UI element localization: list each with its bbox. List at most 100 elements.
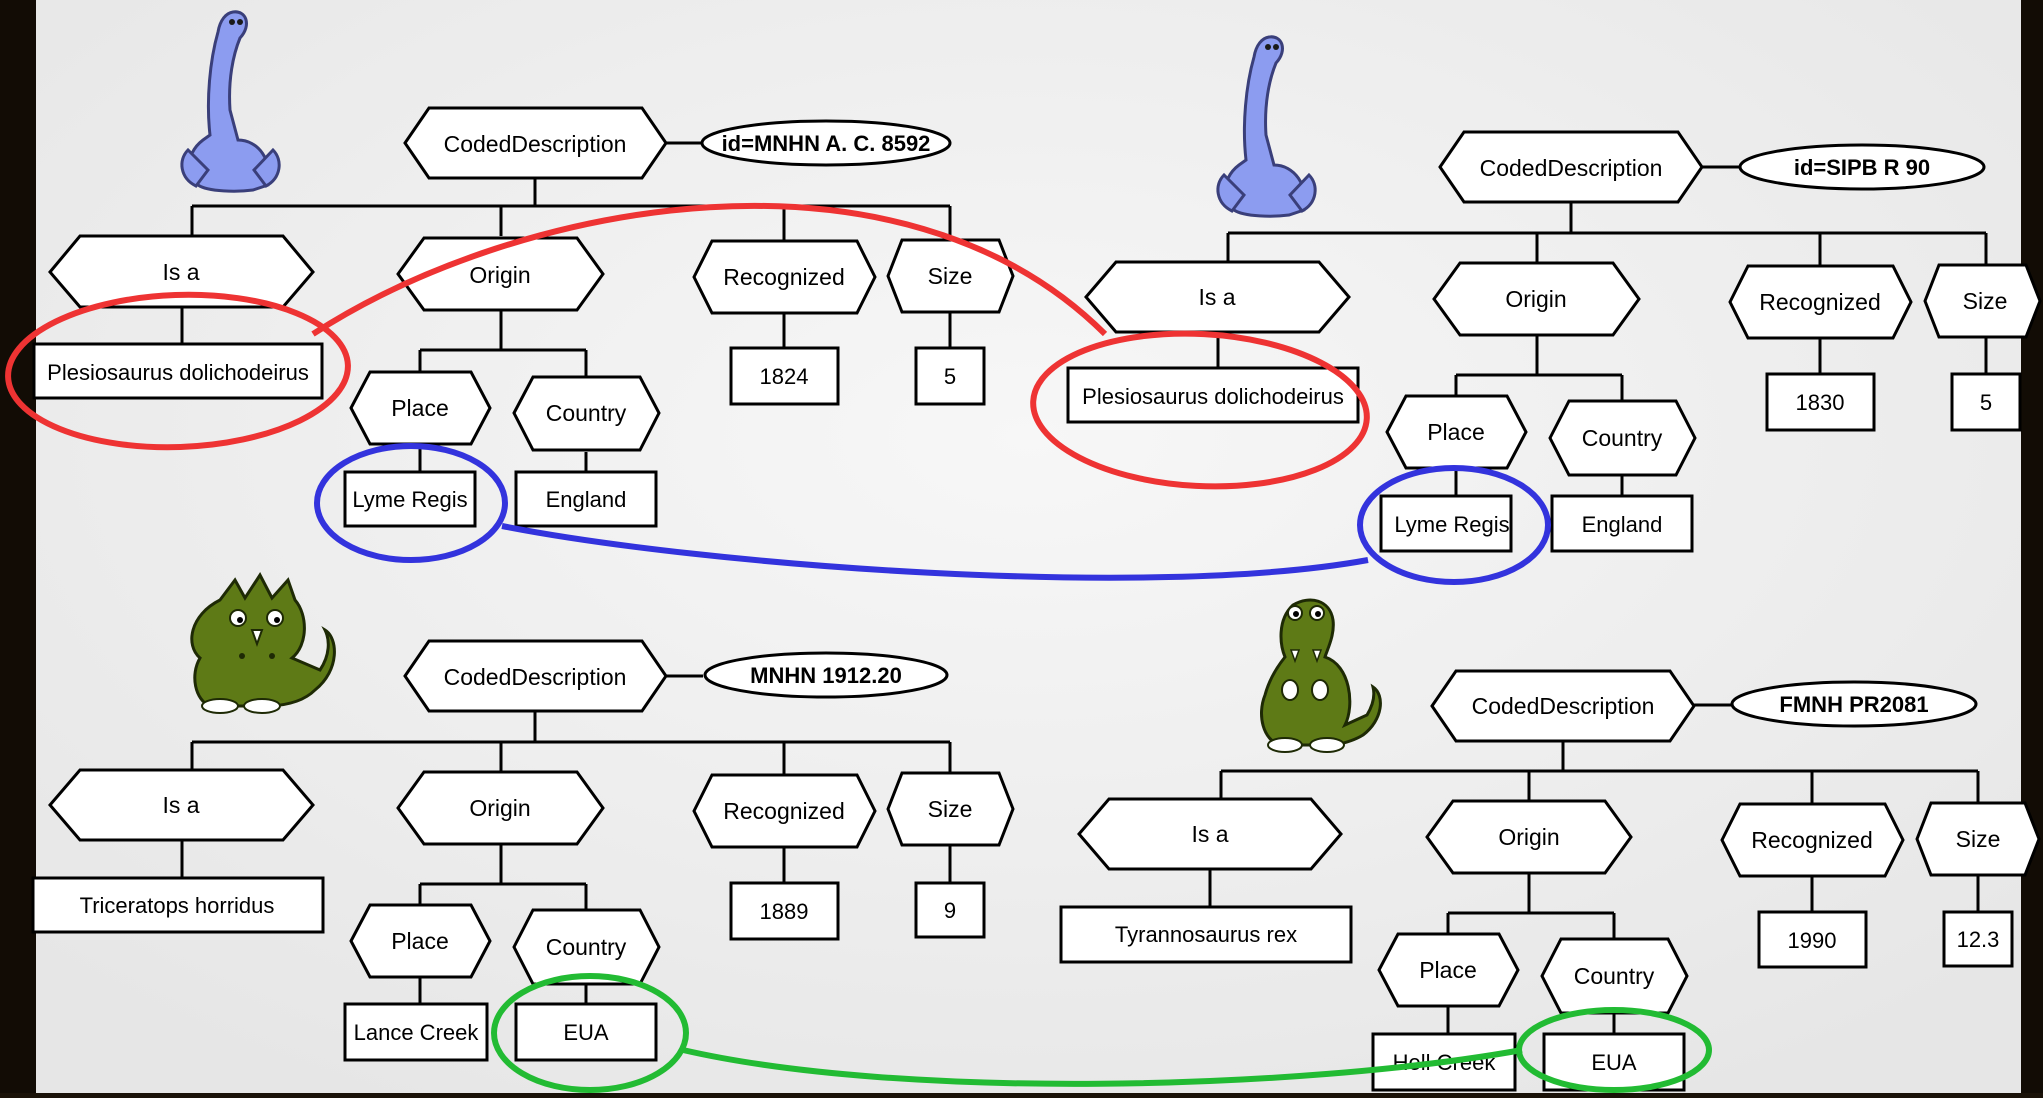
recognized-value: 1990 [1788,928,1837,953]
recognized-value: 1889 [760,899,809,924]
specimen-id-node [700,119,952,167]
coded-description-label: CodedDescription [1480,155,1663,181]
size-label: Size [1963,288,2008,314]
plesiosaur-icon [180,10,281,193]
place-value-node [343,470,477,528]
country-value: EUA [1591,1050,1637,1075]
coded-description-node [403,639,668,713]
board-background [36,0,2021,1093]
size-label: Size [1956,826,2001,852]
size-value-node [914,881,986,939]
size-value: 9 [944,898,956,923]
coded-description-label: CodedDescription [444,131,627,157]
specimen-id-node [1730,680,1978,728]
plesiosaur-icon [1216,35,1317,218]
place-link-line [501,523,1369,581]
country-value: EUA [563,1020,609,1045]
tree-4-connectors [1208,703,1980,1034]
tree-trex-fmnh: CodedDescription FMNH PR2081 Is a Tyrann… [1059,598,2041,1092]
country-value-node [514,470,658,528]
tree-1-connectors [180,141,952,472]
size-value: 5 [944,364,956,389]
place-value: Lyme Regis [352,487,467,512]
size-label: Size [928,796,973,822]
country-highlight-1 [491,973,689,1093]
country-label: Country [1574,963,1655,989]
place-node [349,903,492,979]
isa-label: Is a [1191,821,1228,847]
country-value: England [1582,512,1663,537]
species-node [32,342,324,400]
recognized-node [692,239,877,315]
place-value-node [1379,494,1513,553]
species-node [1066,366,1360,424]
recognized-value-node [729,881,840,941]
species-label: Triceratops horridus [80,893,275,918]
size-value-node [1950,372,2022,432]
recognized-value-node [1757,910,1868,969]
coded-description-label: CodedDescription [444,664,627,690]
recognized-label: Recognized [1759,289,1880,315]
place-highlight-1 [314,443,508,563]
specimen-id-node [1738,143,1986,191]
isa-label: Is a [162,792,199,818]
size-label: Size [928,263,973,289]
country-value: England [546,487,627,512]
country-label: Country [546,934,627,960]
recognized-value-node [1765,372,1876,432]
trex-icon [1260,598,1382,753]
specimen-id-label: id=MNHN A. C. 8592 [722,131,931,156]
coded-description-label: CodedDescription [1472,693,1655,719]
size-node [886,771,1015,847]
place-label: Place [391,395,449,421]
origin-label: Origin [1498,824,1559,850]
size-value: 12.3 [1957,927,2000,952]
isa-node [1077,797,1343,871]
recognized-value: 1830 [1796,390,1845,415]
recognized-value: 1824 [760,364,809,389]
isa-node [1084,260,1351,334]
recognized-value-node [729,346,840,406]
size-node [1923,263,2042,339]
size-value: 5 [1980,390,1992,415]
isa-node [48,768,315,842]
coded-description-node [403,106,668,180]
tree-3-connectors [180,674,952,1004]
species-highlight-2 [1030,330,1370,490]
specimen-id-label: FMNH PR2081 [1779,692,1928,717]
triceratops-icon [190,572,336,714]
specimen-id-label: id=SIPB R 90 [1794,155,1930,180]
country-link-line [682,1047,1523,1087]
species-highlight-1 [5,291,351,451]
origin-label: Origin [1505,286,1566,312]
origin-node [396,770,605,846]
place-label: Place [1427,419,1485,445]
species-label: Tyrannosaurus rex [1115,922,1297,947]
country-node [512,375,661,452]
country-value-node [1542,1032,1686,1092]
place-value: Lance Creek [354,1020,480,1045]
highlight-links [5,202,1712,1093]
species-label: Plesiosaurus dolichodeirus [1082,384,1344,409]
species-link-line [311,202,1108,337]
specimen-id-node [703,651,949,699]
place-value-node [343,1002,489,1062]
origin-node [1432,261,1641,337]
recognized-label: Recognized [1751,827,1872,853]
isa-label: Is a [162,259,199,285]
origin-node [396,236,605,312]
place-label: Place [1419,957,1477,983]
country-label: Country [1582,425,1663,451]
country-value-node [514,1002,658,1062]
size-node [886,238,1015,314]
species-node [31,876,325,934]
species-node [1059,905,1353,964]
isa-node [48,234,315,309]
tree-2-connectors [1216,165,1988,496]
place-node [1377,932,1520,1008]
country-node [1540,937,1689,1015]
coded-description-node [1430,669,1696,743]
isa-label: Is a [1198,284,1235,310]
